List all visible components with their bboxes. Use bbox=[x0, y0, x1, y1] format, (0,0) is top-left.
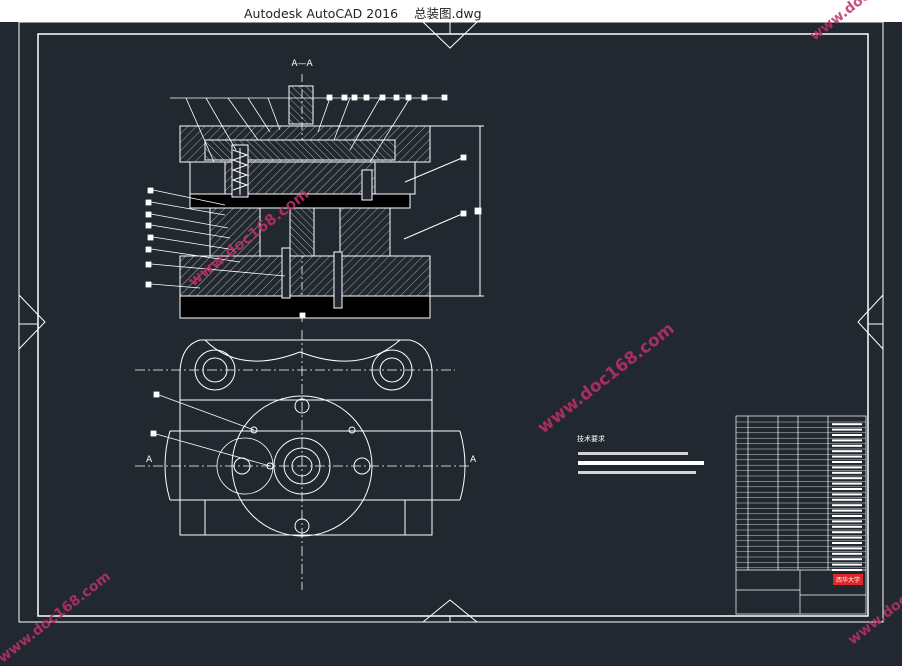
parts-list-row-text bbox=[832, 439, 862, 442]
parts-list-row-text bbox=[832, 450, 862, 453]
cut-label-left: A bbox=[146, 455, 153, 465]
parts-list-row-text bbox=[832, 423, 862, 426]
parts-list-row-text bbox=[832, 444, 862, 447]
parts-list-rows bbox=[736, 421, 866, 571]
parts-list-row-text bbox=[832, 542, 862, 544]
parts-list-row-text bbox=[832, 569, 862, 571]
title-bar: Autodesk AutoCAD 2016 总装图.dwg bbox=[0, 0, 902, 22]
parts-list-row-text bbox=[832, 515, 862, 517]
plan-balloons bbox=[150, 391, 271, 467]
parts-list-row-text bbox=[832, 563, 862, 566]
parts-list-row-text bbox=[832, 536, 862, 539]
cad-drawing: A—A bbox=[18, 21, 884, 623]
parts-list-row-text bbox=[832, 552, 862, 555]
parts-list-row-text bbox=[832, 471, 862, 474]
section-label: A—A bbox=[291, 59, 313, 69]
plan-centerlines bbox=[135, 330, 470, 590]
parts-list-row-text bbox=[832, 531, 862, 534]
parts-list-row-text bbox=[832, 498, 862, 501]
part-balloons-top bbox=[170, 94, 482, 318]
parts-list-row-text bbox=[832, 547, 862, 550]
parts-list-row-text bbox=[832, 461, 862, 463]
parts-list-row-text bbox=[832, 525, 862, 528]
parts-list-row-text bbox=[832, 477, 862, 480]
parts-list-row-text bbox=[832, 520, 862, 523]
technical-requirements: 技术要求 bbox=[577, 434, 704, 474]
parts-list-row-text bbox=[832, 428, 862, 431]
cut-label-right: A bbox=[470, 455, 477, 465]
parts-list-row-text bbox=[832, 466, 862, 469]
parts-list-row-text bbox=[832, 455, 862, 458]
section-view bbox=[179, 74, 484, 322]
file-name: 总装图.dwg bbox=[414, 6, 482, 21]
parts-list-row-text bbox=[832, 509, 862, 512]
plan-view bbox=[164, 339, 466, 537]
title-block bbox=[735, 415, 867, 615]
title-block-badge bbox=[833, 574, 863, 585]
parts-list-row-text bbox=[832, 558, 862, 561]
part-balloons-left bbox=[145, 187, 286, 289]
app-name: Autodesk AutoCAD 2016 bbox=[244, 6, 399, 21]
parts-list-row-text bbox=[832, 488, 862, 490]
parts-list-row-text bbox=[832, 504, 862, 507]
title-block-badge-text: 西华大学 bbox=[836, 576, 860, 584]
parts-list-row-text bbox=[832, 482, 862, 485]
parts-list-row-text bbox=[832, 434, 862, 436]
parts-list-row-text bbox=[832, 493, 862, 496]
tech-title: 技术要求 bbox=[577, 434, 605, 443]
sheet-border bbox=[18, 21, 884, 623]
window-title: Autodesk AutoCAD 2016 总装图.dwg bbox=[244, 3, 482, 22]
